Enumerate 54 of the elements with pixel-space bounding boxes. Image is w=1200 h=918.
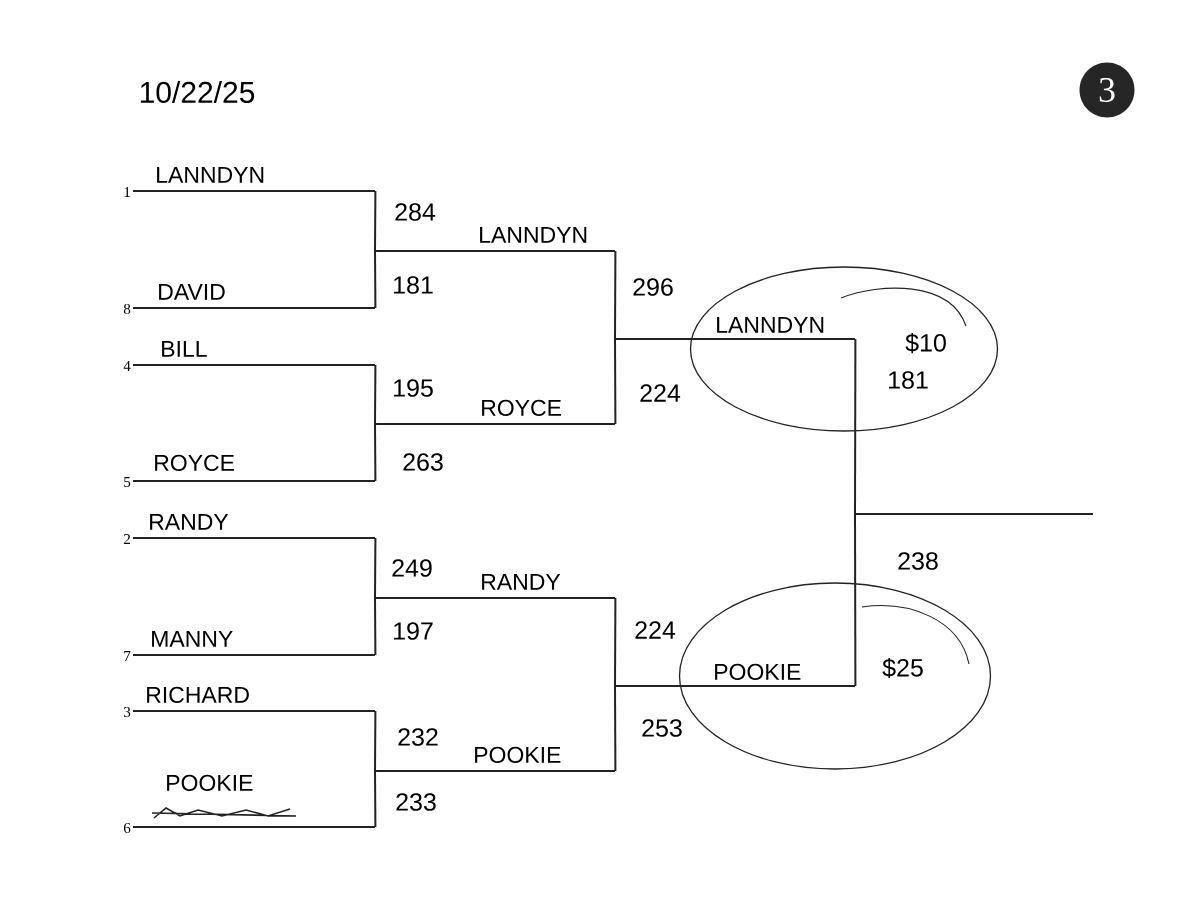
- bracket-connector: [374, 364, 377, 425]
- bracket-connector: [374, 190, 377, 252]
- player-slot: LANNDYN: [614, 316, 856, 340]
- score-label: 224: [632, 619, 678, 641]
- player-slot: ROYCE: [132, 454, 376, 482]
- prize-amount: $10: [905, 332, 946, 354]
- handwritten-date: 10/22/25: [140, 81, 255, 103]
- score-label: 197: [390, 620, 436, 642]
- bracket-connector: [854, 513, 857, 687]
- player-slot: RANDY: [132, 513, 376, 539]
- seed-number: 5: [124, 477, 131, 487]
- player-slot: ROYCE: [374, 399, 616, 425]
- seed-number: 2: [123, 534, 130, 544]
- bracket-connector: [614, 685, 617, 772]
- bracket-connector: [614, 597, 617, 687]
- player-slot: POOKIE: [374, 746, 616, 772]
- bracket-line: [854, 513, 1094, 515]
- score-label: 233: [393, 791, 439, 813]
- score-label: 284: [392, 201, 438, 223]
- bracket-connector: [374, 250, 377, 309]
- bracket-connector: [374, 710, 377, 772]
- player-slot: POOKIE: [132, 774, 376, 828]
- score-label: 253: [639, 717, 685, 739]
- seed-number: 6: [123, 822, 131, 834]
- bracket-connector: [614, 338, 617, 425]
- seed-number: 4: [123, 361, 131, 371]
- score-label: 181: [390, 274, 436, 296]
- page-number-badge: 3: [1079, 62, 1135, 118]
- player-slot: LANNDYN: [374, 226, 616, 252]
- score-label: 224: [637, 382, 683, 404]
- bracket-connector: [374, 537, 377, 599]
- score-label: 238: [895, 550, 941, 572]
- score-label: 296: [630, 276, 676, 298]
- seed-number: 1: [124, 187, 130, 197]
- player-slot: LANNDYN: [132, 166, 376, 192]
- bracket-connector: [374, 423, 377, 482]
- bracket-connector: [854, 338, 857, 515]
- player-slot: BILL: [132, 340, 376, 366]
- bracket-connector: [374, 597, 377, 656]
- seed-number: 8: [123, 303, 131, 315]
- player-slot: MANNY: [132, 630, 376, 656]
- score-label: 181: [885, 369, 931, 391]
- seed-number: 3: [124, 706, 131, 718]
- seed-number: 7: [124, 651, 131, 661]
- prize-amount: $25: [882, 657, 923, 679]
- player-slot: RICHARD: [132, 686, 376, 712]
- bracket-connector: [614, 250, 617, 340]
- player-slot: DAVID: [132, 283, 376, 309]
- bracket-connector: [374, 770, 377, 828]
- score-label: 249: [389, 557, 435, 579]
- score-label: 263: [400, 451, 446, 473]
- score-label: 232: [395, 726, 441, 748]
- score-label: 195: [390, 377, 436, 399]
- player-slot: POOKIE: [614, 663, 856, 687]
